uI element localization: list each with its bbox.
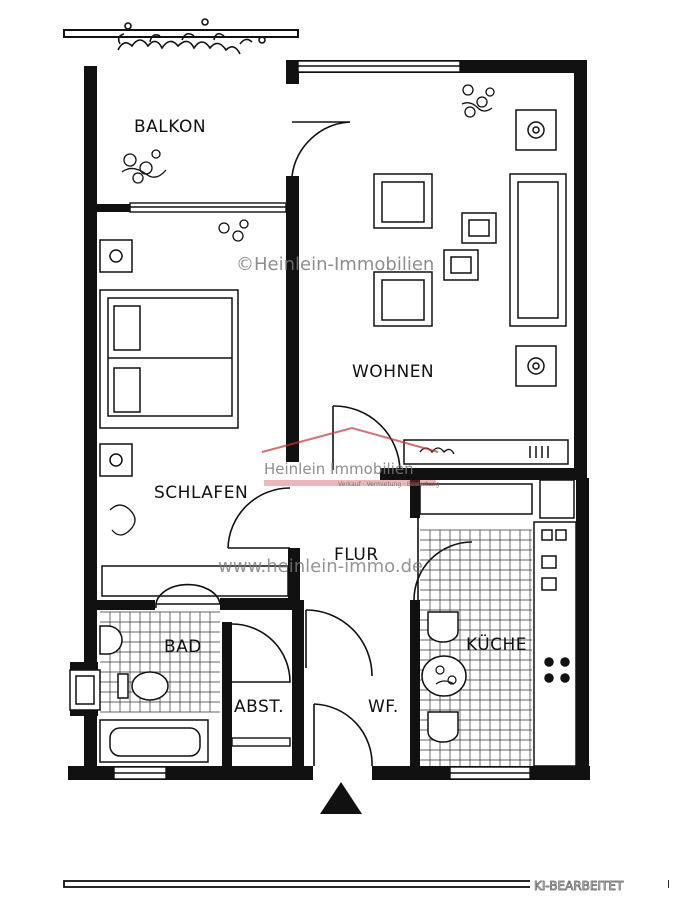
balcony-railing: [63, 29, 299, 38]
room-label-wf: WF.: [368, 697, 399, 717]
watermark-copyright: ©Heinlein-Immobilien: [236, 254, 434, 275]
room-label-kueche: KÜCHE: [466, 633, 527, 655]
ki-badge: KI-BEARBEITET: [534, 879, 624, 893]
kitchen-tiles: [420, 529, 532, 766]
room-label-flur: FLUR: [334, 545, 379, 565]
living-plant-icon: [461, 84, 495, 118]
entrance-arrow-icon: [320, 782, 362, 814]
balcony-pot-plant-icon: [121, 149, 167, 184]
room-label-balkon: BALKON: [134, 117, 206, 137]
kitchen-fixtures: [419, 479, 577, 767]
watermark-logo: Heinlein Immobilien Verkauf · Vermietung…: [261, 426, 440, 488]
watermark-url: www.heinlein-immo.de: [218, 556, 423, 577]
bathroom-tiles: [100, 611, 220, 713]
watermark-logo-name: Heinlein Immobilien: [264, 460, 414, 478]
bedroom-furniture: [99, 239, 289, 597]
bedroom-plant-icon: [109, 219, 249, 536]
doors: [155, 84, 473, 767]
abst-shelf: [231, 737, 291, 747]
bathroom-fixtures: [69, 625, 209, 763]
room-label-wohnen: WOHNEN: [352, 362, 434, 382]
logo-roof-icon: [261, 426, 439, 453]
room-label-bad: BAD: [164, 637, 202, 657]
windows: [113, 60, 531, 780]
watermark-logo-tagline: Verkauf · Vermietung · Bewertung: [338, 481, 440, 488]
room-label-schlafen: SCHLAFEN: [154, 483, 248, 503]
living-furniture: [373, 109, 569, 465]
room-label-abst: ABST.: [234, 697, 284, 717]
kitchen-table-plant-icon: [435, 665, 457, 685]
balcony-plant-icon: [117, 18, 266, 55]
